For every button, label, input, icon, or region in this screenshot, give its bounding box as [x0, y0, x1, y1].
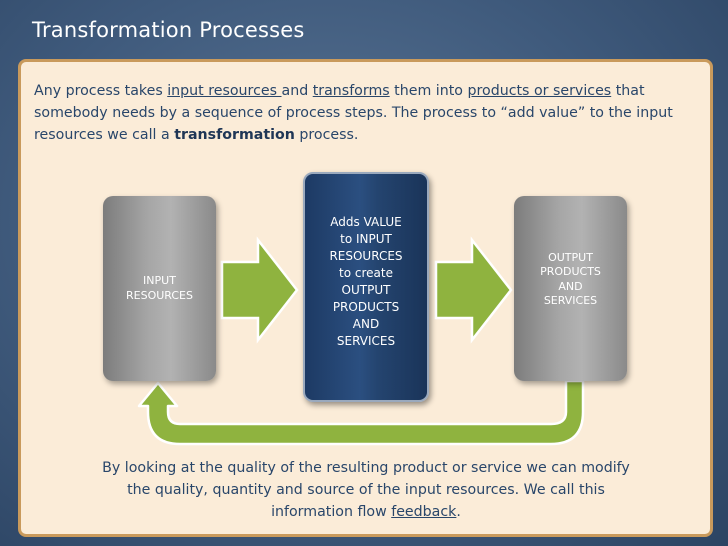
intro-text-part: them into — [389, 83, 468, 99]
feedback-term: feedback — [391, 504, 457, 520]
input-resources-term: input resources — [167, 83, 282, 99]
slide-title: Transformation Processes — [32, 18, 305, 42]
feedback-text: By looking at the quality of the resulti… — [96, 457, 636, 523]
transforms-term: transforms — [312, 83, 390, 99]
input-resources-box: INPUT RESOURCES — [103, 196, 216, 381]
intro-text: Any process takes input resources and tr… — [34, 80, 694, 146]
arrow-input-to-process — [220, 236, 299, 344]
output-products-label: OUTPUT PRODUCTS AND SERVICES — [540, 250, 601, 308]
transformation-process-box: Adds VALUE to INPUT RESOURCES to create … — [303, 172, 429, 402]
intro-text-part: that somebody needs by a sequence of pro… — [34, 83, 673, 143]
feedback-arrow — [137, 379, 585, 446]
output-products-box: OUTPUT PRODUCTS AND SERVICES — [514, 196, 627, 381]
intro-text-part: Any process takes — [34, 83, 168, 99]
intro-text-part: and — [281, 83, 313, 99]
feedback-text-part: By looking at the quality of the resulti… — [102, 460, 630, 520]
products-services-term: products or services — [467, 83, 612, 99]
feedback-text-part: . — [456, 504, 461, 520]
input-resources-label: INPUT RESOURCES — [126, 274, 193, 302]
process-label: Adds VALUE to INPUT RESOURCES to create … — [329, 215, 403, 348]
intro-text-part: process. — [294, 127, 359, 143]
transformation-term: transformation — [174, 127, 295, 143]
arrow-process-to-output — [434, 236, 513, 344]
